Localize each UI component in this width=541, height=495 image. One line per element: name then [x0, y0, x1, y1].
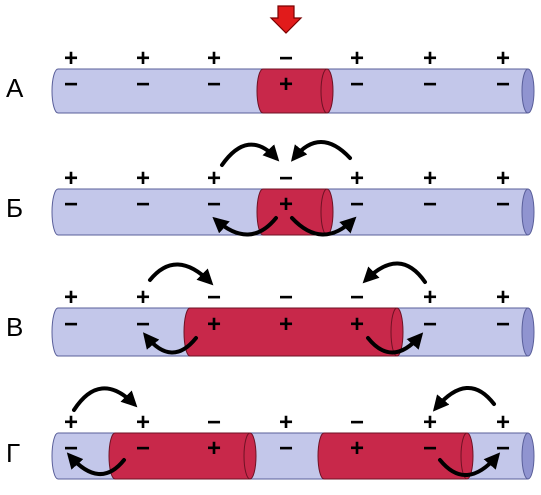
inner-charge-sign: − [136, 435, 150, 462]
curved-arrow-icon [148, 262, 214, 286]
curved-arrow-icon [72, 386, 138, 412]
axon-row-b [51, 188, 535, 236]
outer-charge-sign: + [136, 284, 150, 311]
outer-charge-sign: − [350, 409, 364, 436]
inner-charge-sign: + [350, 311, 364, 338]
axon-end-cap [521, 68, 535, 114]
inner-charge-sign: − [64, 71, 78, 98]
outer-charge-sign: + [279, 409, 293, 436]
outer-charge-sign: + [64, 165, 78, 192]
inner-charge-sign: − [496, 311, 510, 338]
inner-charge-sign: − [136, 311, 150, 338]
inner-charge-sign: + [207, 311, 221, 338]
inner-charge-sign: + [207, 435, 221, 462]
inner-charge-sign: − [423, 191, 437, 218]
depolarized-segment [256, 68, 328, 114]
inner-charge-sign: − [496, 191, 510, 218]
curved-arrow-icon [366, 332, 424, 355]
inner-charge-sign: − [423, 435, 437, 462]
outer-charge-sign: − [279, 284, 293, 311]
axon-end-cap [521, 432, 535, 480]
curved-arrow-icon [290, 140, 352, 162]
outer-charge-sign: + [136, 409, 150, 436]
row-label-b: Б [6, 193, 23, 223]
inner-charge-sign: − [423, 71, 437, 98]
axon-row-g [51, 432, 535, 480]
depolarized-segment-end [390, 307, 404, 357]
depolarized-segment-end [460, 432, 474, 480]
axon-row-a [51, 68, 535, 114]
outer-charge-sign: + [64, 45, 78, 72]
depolarized-segment-end [320, 68, 334, 114]
row-label-a: А [6, 73, 24, 103]
row-label-v: В [6, 312, 23, 342]
outer-charge-sign: − [207, 409, 221, 436]
row-label-g: Г [6, 438, 20, 468]
inner-charge-sign: − [136, 191, 150, 218]
outer-charge-sign: − [350, 284, 364, 311]
curved-arrow-icon [438, 452, 501, 478]
depolarized-segment [183, 307, 398, 357]
outer-charge-sign: + [64, 409, 78, 436]
charge-signs-row-a: +++−+++−−−+−−− [64, 45, 510, 98]
inner-charge-sign: − [350, 71, 364, 98]
local-current-arrows [66, 140, 501, 478]
curved-arrow-icon [362, 261, 427, 284]
outer-charge-sign: + [136, 45, 150, 72]
inner-charge-sign: − [207, 191, 221, 218]
charge-signs-row-g: ++−+−++−−+−+−− [64, 409, 510, 462]
outer-charge-sign: + [207, 165, 221, 192]
inner-charge-sign: + [279, 311, 293, 338]
inner-charge-sign: − [350, 191, 364, 218]
depolarized-segment-end [243, 432, 257, 480]
axon-end-cap [521, 188, 535, 236]
outer-charge-sign: + [207, 45, 221, 72]
curved-arrow-icon [432, 386, 496, 412]
depolarized-segment [317, 432, 468, 480]
stimulus-arrow-icon [269, 5, 303, 34]
outer-charge-sign: − [279, 165, 293, 192]
inner-charge-sign: − [496, 71, 510, 98]
inner-charge-sign: − [496, 435, 510, 462]
depolarized-segment-end [320, 188, 334, 236]
charge-signs-row-b: +++−+++−−−+−−− [64, 165, 510, 218]
curved-arrow-icon [66, 452, 126, 477]
outer-charge-sign: + [423, 45, 437, 72]
outer-charge-sign: + [350, 165, 364, 192]
curved-arrow-icon [212, 216, 278, 237]
inner-charge-sign: − [423, 311, 437, 338]
outer-charge-sign: + [496, 165, 510, 192]
outer-charge-sign: + [423, 165, 437, 192]
outer-charge-sign: + [496, 409, 510, 436]
curved-arrow-icon [290, 216, 357, 237]
inner-charge-sign: − [64, 191, 78, 218]
inner-charge-sign: + [350, 435, 364, 462]
outer-charge-sign: − [207, 284, 221, 311]
inner-charge-sign: − [207, 71, 221, 98]
outer-charge-sign: + [350, 45, 364, 72]
outer-charge-sign: + [64, 284, 78, 311]
charge-signs-row-v: ++−−−++−−+++−− [64, 284, 510, 338]
outer-charge-sign: + [496, 45, 510, 72]
inner-charge-sign: − [279, 435, 293, 462]
depolarized-segment [108, 432, 251, 480]
axon-end-cap [521, 307, 535, 357]
inner-charge-sign: − [136, 71, 150, 98]
outer-charge-sign: + [423, 409, 437, 436]
inner-charge-sign: + [279, 71, 293, 98]
outer-charge-sign: + [136, 165, 150, 192]
curved-arrow-icon [220, 142, 280, 167]
inner-charge-sign: − [64, 311, 78, 338]
outer-charge-sign: − [279, 45, 293, 72]
depolarized-segment [256, 188, 328, 236]
outer-charge-sign: + [423, 284, 437, 311]
curved-arrow-icon [142, 332, 198, 355]
inner-charge-sign: + [279, 191, 293, 218]
outer-charge-sign: + [496, 284, 510, 311]
